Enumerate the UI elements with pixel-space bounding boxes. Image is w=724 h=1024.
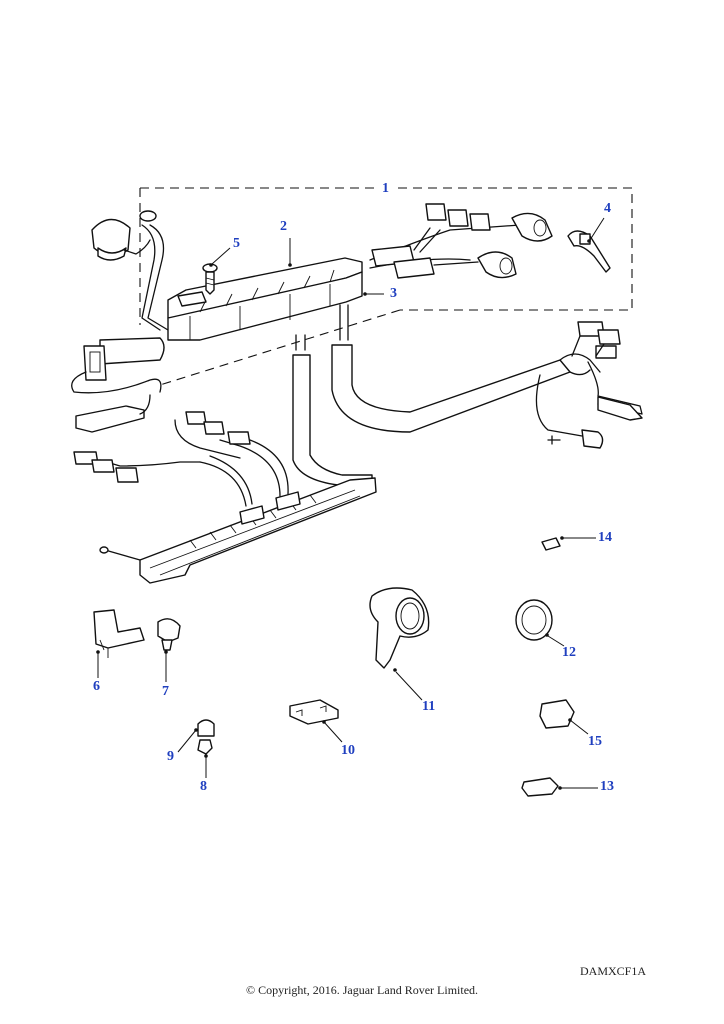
- callout-15[interactable]: 15: [588, 734, 602, 749]
- callout-5[interactable]: 5: [233, 236, 240, 251]
- harness-upper: [71, 203, 553, 433]
- copyright-notice: © Copyright, 2016. Jaguar Land Rover Lim…: [245, 983, 479, 997]
- ring-part-12: [515, 599, 553, 641]
- connector-part-10: [289, 699, 339, 725]
- callout-12[interactable]: 12: [562, 645, 576, 660]
- sensor-part-7: [157, 618, 181, 651]
- nut-part-8: [197, 739, 213, 755]
- harness-lower: [73, 411, 377, 584]
- callout-2[interactable]: 2: [280, 219, 287, 234]
- connector-carrier: [167, 257, 363, 341]
- connector-part-13: [521, 777, 559, 797]
- callout-9[interactable]: 9: [167, 749, 174, 764]
- callout-13[interactable]: 13: [600, 779, 614, 794]
- connector-part-15: [539, 699, 575, 729]
- bracket-part-6: [93, 609, 145, 658]
- cable-tie-part-4: [567, 230, 611, 273]
- boot-part-11: [369, 587, 430, 669]
- grommet-part-9: [197, 719, 215, 737]
- callout-8[interactable]: 8: [200, 779, 207, 794]
- leader-lines: [96, 217, 605, 790]
- terminal-part-14: [541, 537, 561, 551]
- callout-3[interactable]: 3: [390, 286, 397, 301]
- callout-4[interactable]: 4: [604, 201, 611, 216]
- callout-7[interactable]: 7: [162, 684, 169, 699]
- assembly-1-boundary: [139, 187, 633, 386]
- drawing-code: DAMXCF1A: [580, 964, 647, 978]
- callout-6[interactable]: 6: [93, 679, 100, 694]
- harness-pipe: [292, 304, 643, 486]
- callout-1[interactable]: 1: [382, 181, 389, 196]
- callout-14[interactable]: 14: [598, 530, 612, 545]
- callout-10[interactable]: 10: [341, 743, 355, 758]
- callout-11[interactable]: 11: [422, 699, 436, 714]
